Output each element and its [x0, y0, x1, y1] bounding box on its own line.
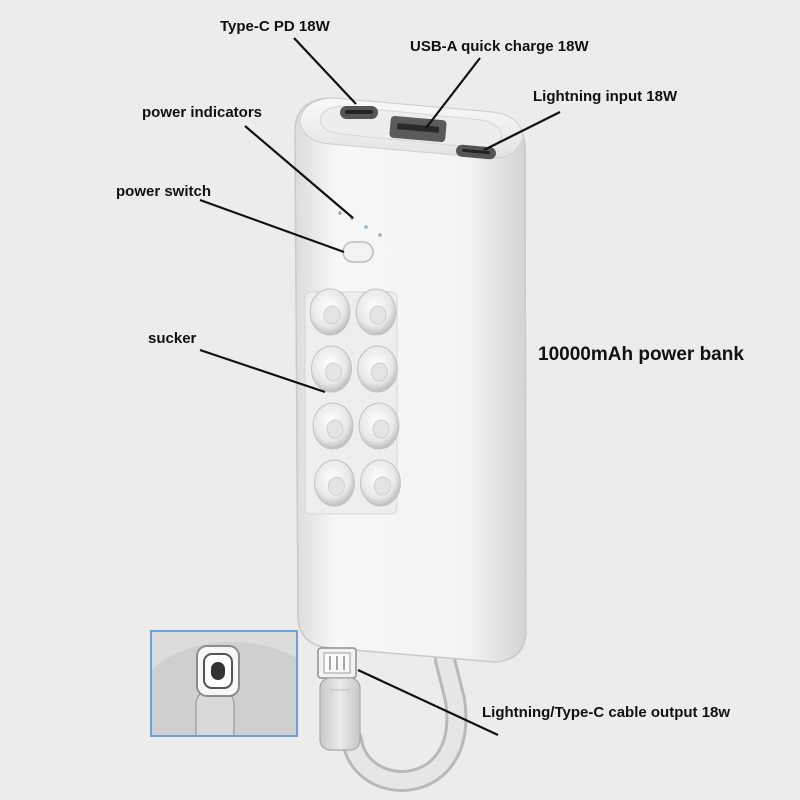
sucker-cup-icon	[311, 345, 352, 393]
sucker-cup-icon	[309, 288, 351, 336]
leader-lines	[199, 37, 561, 736]
inset-type-c-closeup	[150, 630, 298, 737]
label-lightning-input: Lightning input 18W	[533, 88, 678, 105]
type-c-connector-icon	[152, 642, 296, 735]
sucker-cup-icon	[360, 459, 401, 507]
sucker-cup-icon	[357, 345, 398, 393]
sucker-cup-icon	[314, 459, 355, 507]
label-sucker: sucker	[148, 330, 197, 347]
headline-capacity: 10000mAh power bank	[538, 344, 744, 365]
usb-a-port-icon	[389, 115, 447, 143]
sucker-group	[309, 288, 401, 507]
label-power-switch: power switch	[116, 183, 212, 200]
label-type-c-pd: Type-C PD 18W	[220, 18, 330, 35]
power-switch-button	[342, 241, 374, 263]
sucker-cup-icon	[355, 288, 397, 336]
label-power-indicators: power indicators	[142, 104, 263, 121]
sucker-cup-icon	[312, 402, 354, 450]
lightning-connector-icon	[317, 647, 361, 751]
type-c-port-icon	[340, 106, 378, 119]
label-usb-a: USB-A quick charge 18W	[410, 38, 589, 55]
label-cable-output: Lightning/Type-C cable output 18w	[482, 704, 731, 721]
sucker-cup-icon	[358, 402, 400, 450]
